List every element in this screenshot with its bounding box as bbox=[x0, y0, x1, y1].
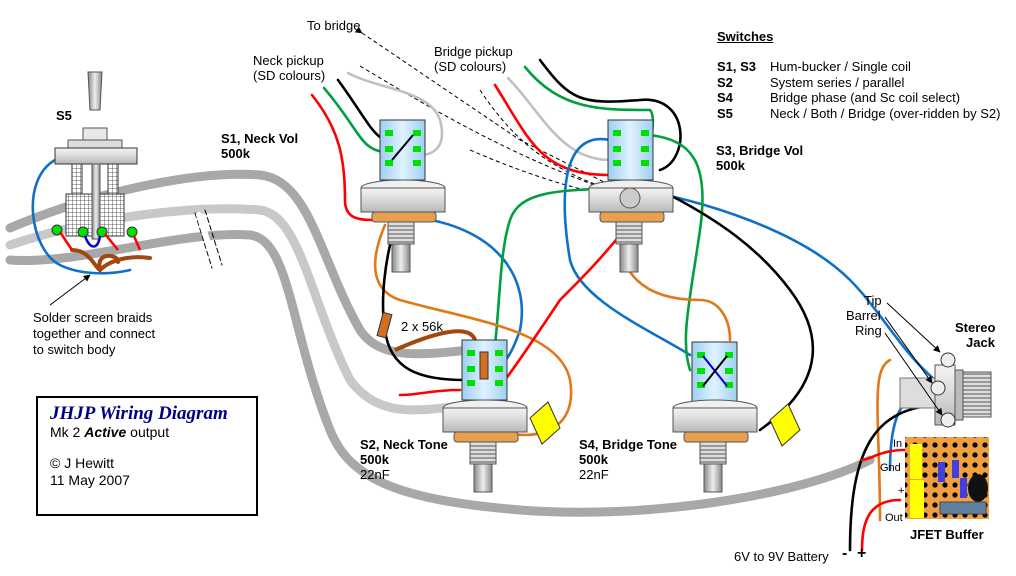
pot-s1-value: 500k bbox=[221, 146, 250, 161]
pot-s2-name: S2, Neck Tone bbox=[360, 437, 448, 452]
pot-s1 bbox=[360, 119, 446, 273]
wire-green-3 bbox=[648, 133, 704, 372]
wire-black-3 bbox=[658, 188, 815, 432]
wire-black bbox=[538, 58, 682, 172]
wire-red bbox=[310, 93, 380, 222]
pot-s4-cap: 22nF bbox=[579, 467, 609, 482]
wire-red bbox=[493, 83, 612, 177]
buffer-out-label: Out bbox=[885, 512, 903, 524]
neck-pickup-label: Neck pickup bbox=[253, 53, 324, 68]
toggle-switch-s5 bbox=[51, 71, 142, 251]
jack-arrows bbox=[884, 302, 943, 416]
cable-3 bbox=[5, 230, 875, 517]
solder-note-line2: together and connect bbox=[33, 326, 156, 341]
bridge-pickup-label: Bridge pickup bbox=[434, 44, 513, 59]
bridge-pickup-sub: (SD colours) bbox=[434, 59, 507, 74]
buffer-in-label: In bbox=[893, 438, 903, 450]
author: © J Hewitt bbox=[50, 455, 114, 471]
pot-s4 bbox=[672, 341, 801, 493]
pot-s2-value: 500k bbox=[360, 452, 389, 467]
pot-s1-name: S1, Neck Vol bbox=[221, 131, 299, 146]
solder-braid bbox=[70, 248, 152, 273]
wire-blue-bridge bbox=[638, 188, 937, 382]
wire-red-in bbox=[860, 448, 907, 462]
jfet-buffer-label: JFET Buffer bbox=[910, 527, 984, 542]
jack-tip-label: Tip bbox=[864, 293, 882, 308]
battery-plus: + bbox=[857, 545, 867, 562]
diagram-title: JHJP Wiring Diagram bbox=[50, 403, 228, 424]
diagram-subtitle: Mk 2 Active output bbox=[50, 424, 170, 440]
pot-s2 bbox=[442, 339, 561, 493]
resistor-label: 2 x 56k bbox=[401, 319, 443, 334]
jack-barrel-label: Barrel bbox=[846, 308, 881, 323]
stereo-jack-label-1: Stereo bbox=[955, 320, 996, 335]
wire-black bbox=[336, 78, 382, 139]
stereo-jack-label-2: Jack bbox=[966, 335, 995, 350]
wire-red-batt bbox=[860, 498, 902, 552]
wire-grey bbox=[346, 71, 444, 157]
wire-red-3 bbox=[398, 388, 462, 397]
jfet-buffer-board bbox=[905, 437, 989, 519]
s5-label: S5 bbox=[56, 108, 72, 123]
solder-note-line1: Solder screen braids bbox=[33, 310, 153, 325]
wire-orange-jack bbox=[876, 358, 892, 522]
wire-blue-2 bbox=[563, 137, 692, 357]
buffer-plus-label: + bbox=[898, 485, 905, 497]
pot-s3 bbox=[588, 119, 674, 273]
pot-s3-name: S3, Bridge Vol bbox=[716, 143, 804, 158]
wire-green-2 bbox=[493, 186, 632, 347]
wire-red-2 bbox=[503, 233, 622, 382]
battery-label: 6V to 9V Battery bbox=[734, 549, 829, 564]
battery-minus: - bbox=[842, 545, 848, 562]
pot-s3-value: 500k bbox=[716, 158, 745, 173]
neck-pickup-sub: (SD colours) bbox=[253, 68, 326, 83]
pot-s2-cap: 22nF bbox=[360, 467, 390, 482]
wire-green bbox=[322, 86, 387, 154]
cable-2 bbox=[5, 204, 475, 415]
solder-note-line3: to switch body bbox=[33, 342, 116, 357]
buffer-gnd-label: Gnd bbox=[880, 462, 901, 474]
stereo-jack bbox=[899, 352, 992, 428]
title-box: JHJP Wiring Diagram Mk 2 Active output ©… bbox=[36, 396, 258, 516]
pot-s4-name: S4, Bridge Tone bbox=[579, 437, 677, 452]
jack-ring-label: Ring bbox=[855, 323, 882, 338]
switch-legend-heading: Switches bbox=[717, 29, 774, 44]
to-bridge-label: To bridge bbox=[307, 18, 361, 33]
resistor bbox=[376, 311, 393, 339]
braid-arrow bbox=[49, 274, 91, 306]
pot-s4-value: 500k bbox=[579, 452, 608, 467]
date: 11 May 2007 bbox=[50, 472, 130, 488]
wire-blue-s5 bbox=[31, 158, 132, 275]
wire-grey bbox=[506, 76, 612, 162]
wires bbox=[31, 58, 937, 552]
